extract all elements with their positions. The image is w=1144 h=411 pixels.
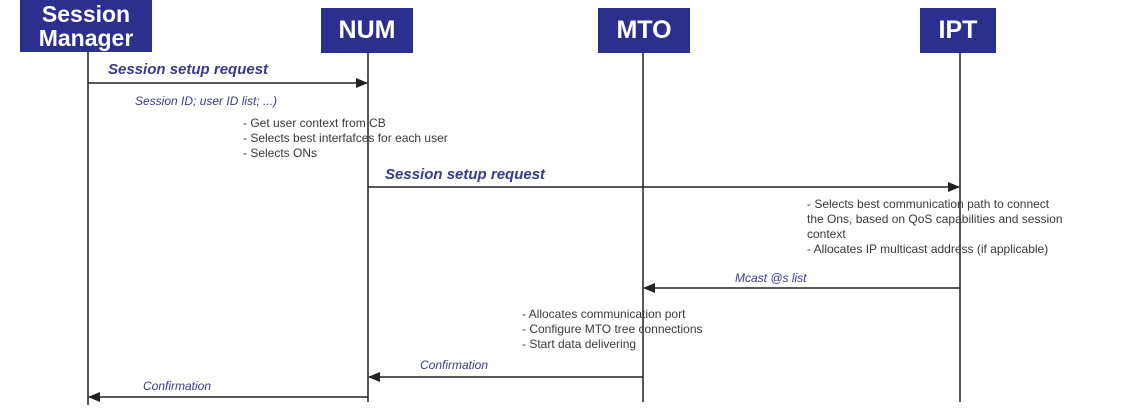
note-line: - Configure MTO tree connections bbox=[522, 322, 703, 336]
note-line: - Start data delivering bbox=[522, 337, 637, 351]
message-mcast-list: Mcast @s list bbox=[735, 271, 807, 285]
note-line: - Allocates communication port bbox=[522, 307, 686, 321]
message-session-setup-request-1: Session setup request bbox=[108, 61, 269, 78]
note-line: - Allocates IP multicast address (if app… bbox=[807, 242, 1049, 256]
actor-num-label: NUM bbox=[338, 16, 396, 44]
note-line: - Selects best communication path to con… bbox=[807, 197, 1050, 211]
actor-mto: MTO bbox=[598, 8, 690, 53]
note-line: the Ons, based on QoS capabilities and s… bbox=[807, 212, 1063, 226]
actor-ipt-label: IPT bbox=[938, 16, 978, 44]
note-line: context bbox=[807, 227, 846, 241]
actor-ipt: IPT bbox=[920, 8, 996, 53]
message-confirmation-1: Confirmation bbox=[420, 358, 489, 372]
message-session-setup-request-2: Session setup request bbox=[385, 166, 546, 183]
message-session-setup-params: Session ID; user ID list; ...) bbox=[135, 94, 278, 108]
actor-session-manager: Session Manager bbox=[20, 0, 152, 52]
note-line: - Selects best interfafces for each user bbox=[243, 131, 448, 145]
note-line: - Get user context from CB bbox=[243, 116, 386, 130]
message-confirmation-2: Confirmation bbox=[143, 379, 212, 393]
actor-mto-label: MTO bbox=[616, 16, 672, 44]
note-line: - Selects ONs bbox=[243, 146, 318, 160]
note-ipt-actions: - Selects best communication path to con… bbox=[807, 197, 1063, 257]
note-mto-actions: - Allocates communication port - Configu… bbox=[522, 307, 703, 352]
note-num-actions: - Get user context from CB - Selects bes… bbox=[243, 116, 448, 161]
actor-num: NUM bbox=[321, 8, 413, 53]
actor-session-manager-label: Session Manager bbox=[38, 1, 134, 51]
